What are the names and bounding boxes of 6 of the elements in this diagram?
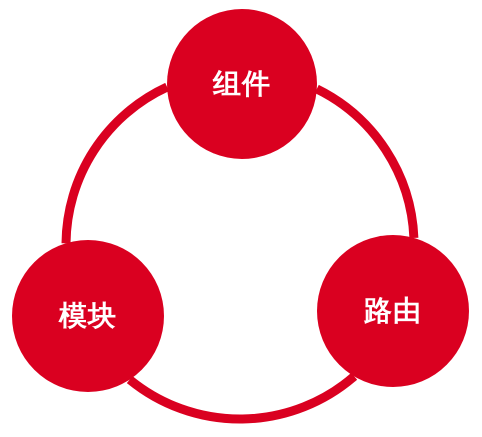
node-label: 模块	[59, 300, 117, 332]
connector-arc	[62, 83, 170, 244]
node-label: 路由	[364, 296, 422, 326]
connector-arc	[314, 84, 418, 238]
connector-arc	[127, 372, 357, 424]
node-label: 组件	[213, 68, 271, 100]
